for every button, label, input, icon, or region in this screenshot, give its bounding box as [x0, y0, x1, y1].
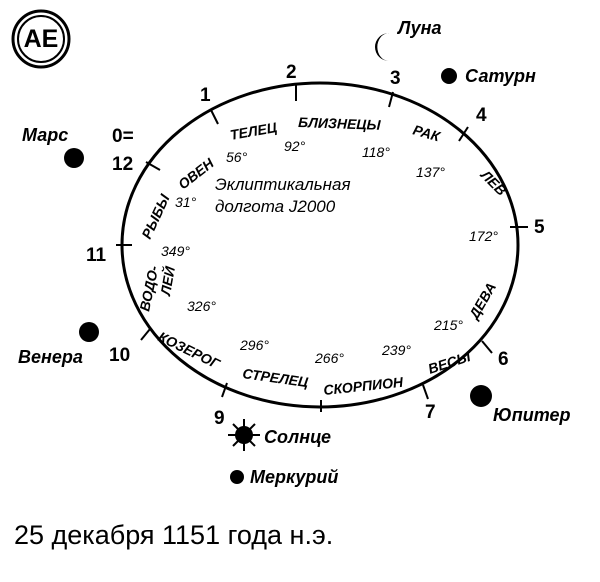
tick-house-9	[221, 382, 228, 398]
house-number-4: 4	[476, 105, 487, 126]
planet-sun: Солнце	[228, 419, 331, 451]
house-number-3: 3	[390, 68, 401, 89]
house-number-7: 7	[425, 402, 436, 423]
mars-dot-icon	[64, 148, 84, 168]
house-number-10: 10	[109, 345, 130, 366]
house-number-5: 5	[534, 217, 545, 238]
zodiac-virgo: ДЕВА	[465, 280, 499, 323]
degree-capricorn: 296°	[239, 337, 269, 353]
planet-saturn: Сатурн	[441, 66, 536, 86]
ae-logo: AE	[11, 9, 71, 69]
zodiac-taurus: ТЕЛЕЦ	[229, 119, 278, 143]
note-line-1: Эклиптикальная	[215, 175, 351, 194]
planet-label-mars: Марс	[22, 125, 68, 145]
degree-virgo-boundary: 172°	[469, 228, 498, 244]
house-number-9: 9	[214, 408, 225, 429]
zodiac-pisces: РЫБЫ	[138, 191, 173, 241]
logo-text: AE	[24, 25, 59, 53]
planet-label-mercury: Меркурий	[250, 467, 338, 487]
degree-pisces: 349°	[161, 243, 190, 259]
zodiac-aries: ОВЕН	[175, 154, 217, 192]
zodiac-aquarius-2: ЛЕЙ	[156, 264, 178, 297]
longitude-note: Эклиптикальная долгота J2000	[215, 175, 351, 216]
saturn-dot-icon	[441, 68, 457, 84]
degree-cancer: 118°	[362, 144, 390, 160]
planet-label-jupiter: Юпитер	[493, 405, 571, 425]
venus-dot-icon	[79, 322, 99, 342]
house-number-1: 1	[200, 85, 211, 106]
house-number-12: 12	[112, 154, 133, 175]
house-ticks	[116, 85, 528, 412]
planet-moon: Луна	[375, 18, 441, 61]
degree-aries: 31°	[175, 194, 197, 210]
planet-label-venus: Венера	[18, 347, 83, 367]
house-number-2: 2	[286, 62, 297, 83]
degree-libra: 215°	[433, 317, 463, 333]
planet-label-sun: Солнце	[264, 427, 331, 447]
degree-leo: 137°	[416, 164, 445, 180]
tick-house-7	[422, 384, 429, 400]
planet-mercury: Меркурий	[230, 467, 338, 487]
degree-gemini: 92°	[284, 138, 306, 154]
zodiac-libra: ВЕСЫ	[426, 348, 473, 377]
tick-house-0	[145, 161, 161, 171]
tick-house-10	[140, 328, 151, 341]
house-number-0: 0=	[112, 126, 134, 147]
note-line-2: долгота J2000	[215, 197, 336, 216]
degree-scorpio: 239°	[381, 342, 411, 358]
planet-mars: Марс	[22, 125, 84, 168]
tick-house-1	[210, 109, 219, 125]
degree-labels: 31° 56° 92° 118° 137° 172° 215° 239° 266…	[161, 138, 498, 366]
house-numbers: 0= 12 1 2 3 4 5 6 7 9 10 11	[86, 62, 545, 429]
tick-house-6	[481, 340, 493, 354]
zodiac-sagittarius: СТРЕЛЕЦ	[242, 365, 310, 390]
tick-house-3	[388, 91, 394, 108]
degree-sagittarius: 266°	[314, 350, 344, 366]
house-number-11: 11	[86, 245, 107, 266]
mercury-dot-icon	[230, 470, 244, 484]
house-number-6: 6	[498, 349, 509, 370]
degree-aquarius: 326°	[187, 298, 216, 314]
degree-taurus: 56°	[226, 149, 248, 165]
planet-jupiter: Юпитер	[470, 385, 571, 425]
date-caption: 25 декабря 1151 года н.э.	[14, 520, 334, 550]
moon-icon	[375, 33, 389, 61]
planet-label-saturn: Сатурн	[465, 66, 536, 86]
zodiac-leo: ЛЕВ	[477, 166, 510, 199]
zodiac-gemini: БЛИЗНЕЦЫ	[298, 114, 382, 133]
tick-house-4	[458, 126, 469, 142]
zodiac-cancer: РАК	[411, 122, 443, 145]
planet-venus: Венера	[18, 322, 99, 367]
planet-label-moon: Луна	[396, 18, 441, 38]
jupiter-dot-icon	[470, 385, 492, 407]
sun-icon	[228, 419, 260, 451]
